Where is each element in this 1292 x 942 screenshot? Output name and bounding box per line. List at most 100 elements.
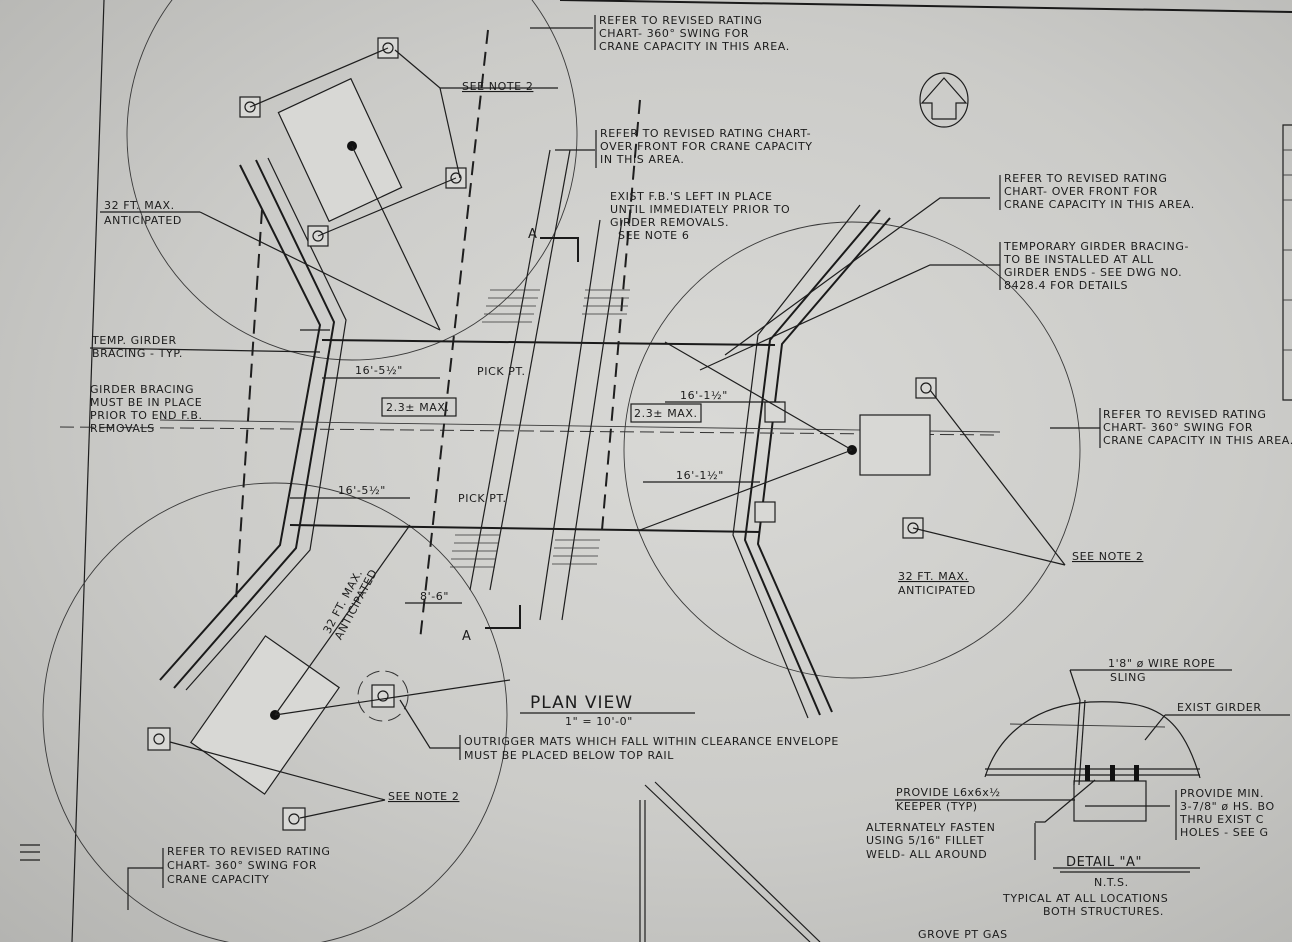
- rail-track: [450, 149, 630, 621]
- svg-text:CHART- OVER FRONT FOR: CHART- OVER FRONT FOR: [1004, 185, 1158, 198]
- note-top-360-swing: REFER TO REVISED RATING CHART- 360° SWIN…: [599, 14, 790, 53]
- svg-text:TO BE INSTALLED AT ALL: TO BE INSTALLED AT ALL: [1003, 253, 1154, 266]
- note-right-32ft: 32 FT. MAX. ANTICIPATED: [898, 570, 976, 597]
- swing-radius-top-left: [126, 0, 578, 361]
- svg-text:GIRDER REMOVALS.: GIRDER REMOVALS.: [610, 216, 729, 229]
- clearance-envelope-left: [419, 29, 489, 641]
- note-temp-bracing-right: TEMPORARY GIRDER BRACING- TO BE INSTALLE…: [1003, 240, 1189, 292]
- svg-text:REFER TO REVISED RATING: REFER TO REVISED RATING: [1103, 408, 1267, 421]
- note-temp-girder-typ: TEMP. GIRDER BRACING - TYP.: [91, 334, 183, 360]
- note-bottom-360-swing: REFER TO REVISED RATING CHART- 360° SWIN…: [167, 845, 331, 886]
- dim-max-left: 2.3± MAX.: [381, 397, 457, 417]
- svg-text:EXIST F.B.'S LEFT IN PLACE: EXIST F.B.'S LEFT IN PLACE: [610, 190, 773, 203]
- north-arrow-icon: [919, 72, 969, 128]
- dim-offset: 8'-6": [420, 590, 449, 603]
- dimension-lines: [290, 237, 780, 629]
- note-over-front-center: REFER TO REVISED RATING CHART- OVER FRON…: [600, 127, 813, 166]
- girder-line-bottom: [289, 524, 761, 533]
- detail-fasten: ALTERNATELY FASTEN USING 5/16" FILLET WE…: [866, 821, 995, 861]
- dim-upper-right: 16'-1½": [680, 389, 728, 402]
- see-note-2-right: SEE NOTE 2: [1072, 550, 1143, 563]
- svg-text:CRANE CAPACITY IN THIS AREA.: CRANE CAPACITY IN THIS AREA.: [1004, 198, 1195, 211]
- crane-top-left: [239, 37, 467, 331]
- svg-text:CRANE CAPACITY IN THIS AREA.: CRANE CAPACITY IN THIS AREA.: [1103, 434, 1292, 447]
- svg-text:REMOVALS: REMOVALS: [90, 422, 155, 435]
- svg-text:REFER TO REVISED RATING: REFER TO REVISED RATING: [599, 14, 763, 27]
- girder-line-top: [321, 339, 776, 346]
- note-outrigger-mats: OUTRIGGER MATS WHICH FALL WITHIN CLEARAN…: [464, 735, 839, 762]
- svg-text:32 FT. MAX.: 32 FT. MAX.: [898, 570, 969, 583]
- svg-text:2.3± MAX.: 2.3± MAX.: [634, 407, 698, 420]
- dim-upper-left: 16'-5½": [355, 364, 403, 377]
- svg-text:THRU EXIST C: THRU EXIST C: [1179, 813, 1264, 826]
- dim-lower-right: 16'-1½": [676, 469, 724, 482]
- note-right-360-swing: REFER TO REVISED RATING CHART- 360° SWIN…: [1103, 408, 1292, 447]
- detail-a-drawing: [895, 669, 1290, 873]
- plan-view-scale: 1" = 10'-0": [565, 715, 633, 728]
- svg-text:MUST BE IN PLACE: MUST BE IN PLACE: [90, 396, 202, 409]
- plan-view-title: PLAN VIEW: [530, 693, 633, 713]
- svg-text:REFER TO REVISED RATING: REFER TO REVISED RATING: [167, 845, 331, 858]
- note-left-32ft: 32 FT. MAX. ANTICIPATED: [104, 199, 182, 227]
- pick-pt-upper: PICK PT.: [477, 365, 526, 378]
- elevation-partial: [639, 781, 821, 942]
- svg-text:CRANE CAPACITY: CRANE CAPACITY: [167, 873, 269, 886]
- svg-text:SLING: SLING: [1110, 671, 1146, 684]
- svg-text:8428.4 FOR DETAILS: 8428.4 FOR DETAILS: [1004, 279, 1128, 292]
- detail-sling-label: 1'8" ø WIRE ROPE SLING: [1108, 657, 1216, 684]
- svg-text:GIRDER BRACING: GIRDER BRACING: [90, 383, 194, 396]
- leader-lines: [89, 15, 1101, 910]
- svg-text:SEE NOTE 6: SEE NOTE 6: [618, 229, 689, 242]
- title-block-edge: [1282, 124, 1292, 401]
- note-over-front-right: REFER TO REVISED RATING CHART- OVER FRON…: [1004, 172, 1195, 211]
- svg-text:CHART- 360° SWING FOR: CHART- 360° SWING FOR: [1103, 421, 1253, 434]
- crane-bottom-left: [147, 524, 511, 831]
- svg-text:HOLES - SEE G: HOLES - SEE G: [1180, 826, 1269, 839]
- svg-text:CRANE CAPACITY IN THIS AREA.: CRANE CAPACITY IN THIS AREA.: [599, 40, 790, 53]
- svg-text:REFER TO REVISED RATING: REFER TO REVISED RATING: [1004, 172, 1168, 185]
- note-lower-32ft: 32 FT. MAX. ANTICIPATED: [321, 567, 381, 642]
- centerline: [59, 426, 1001, 436]
- see-note-2-top: SEE NOTE 2: [462, 80, 533, 93]
- note-exist-fb: EXIST F.B.'S LEFT IN PLACE UNTIL IMMEDIA…: [610, 190, 790, 242]
- svg-text:ANTICIPATED: ANTICIPATED: [104, 214, 182, 227]
- svg-text:KEEPER (TYP): KEEPER (TYP): [896, 800, 978, 813]
- svg-text:BOTH STRUCTURES.: BOTH STRUCTURES.: [1043, 905, 1164, 918]
- svg-text:3-7/8" ø HS. BO: 3-7/8" ø HS. BO: [1180, 800, 1275, 813]
- see-note-2-bottom: SEE NOTE 2: [388, 790, 459, 803]
- girder-end-left: [159, 157, 347, 691]
- detail-keeper: PROVIDE L6x6x½ KEEPER (TYP): [896, 786, 1001, 813]
- detail-exist-girder: EXIST GIRDER: [1177, 701, 1262, 714]
- svg-text:UNTIL IMMEDIATELY PRIOR TO: UNTIL IMMEDIATELY PRIOR TO: [610, 203, 790, 216]
- svg-text:OVER FRONT FOR CRANE CAPACITY: OVER FRONT FOR CRANE CAPACITY: [600, 140, 813, 153]
- swing-radius-bottom-left: [42, 482, 508, 942]
- svg-text:2.3± MAX.: 2.3± MAX.: [386, 401, 450, 414]
- svg-text:GIRDER ENDS - SEE DWG NO.: GIRDER ENDS - SEE DWG NO.: [1004, 266, 1182, 279]
- girder-end-right: [732, 204, 891, 719]
- svg-text:MUST BE PLACED BELOW TOP RAIL: MUST BE PLACED BELOW TOP RAIL: [464, 749, 674, 762]
- svg-text:CHART- 360° SWING FOR: CHART- 360° SWING FOR: [599, 27, 749, 40]
- detail-a-scale: N.T.S.: [1094, 876, 1129, 889]
- svg-text:32 FT. MAX.: 32 FT. MAX.: [104, 199, 175, 212]
- svg-text:TEMP. GIRDER: TEMP. GIRDER: [91, 334, 177, 347]
- svg-text:IN THIS AREA.: IN THIS AREA.: [600, 153, 684, 166]
- svg-text:WELD- ALL AROUND: WELD- ALL AROUND: [866, 848, 987, 861]
- svg-text:PRIOR TO END F.B.: PRIOR TO END F.B.: [90, 409, 203, 422]
- svg-text:CHART- 360° SWING FOR: CHART- 360° SWING FOR: [167, 859, 317, 872]
- svg-text:1'8" ø WIRE ROPE: 1'8" ø WIRE ROPE: [1108, 657, 1216, 670]
- svg-text:ANTICIPATED: ANTICIPATED: [898, 584, 976, 597]
- svg-text:TEMPORARY GIRDER BRACING-: TEMPORARY GIRDER BRACING-: [1003, 240, 1189, 253]
- clearance-envelope-right: [601, 99, 641, 531]
- dim-lower-left: 16'-5½": [338, 484, 386, 497]
- detail-typical: TYPICAL AT ALL LOCATIONS BOTH STRUCTURES…: [1002, 892, 1168, 918]
- svg-text:BRACING - TYP.: BRACING - TYP.: [92, 347, 183, 360]
- detail-bolts: PROVIDE MIN. 3-7/8" ø HS. BO THRU EXIST …: [1179, 787, 1275, 839]
- svg-text:TYPICAL AT ALL LOCATIONS: TYPICAL AT ALL LOCATIONS: [1002, 892, 1168, 905]
- svg-text:PROVIDE L6x6x½: PROVIDE L6x6x½: [896, 786, 1001, 799]
- svg-text:ALTERNATELY FASTEN: ALTERNATELY FASTEN: [866, 821, 995, 834]
- svg-text:REFER TO REVISED RATING CHART-: REFER TO REVISED RATING CHART-: [600, 127, 811, 140]
- svg-text:OUTRIGGER MATS WHICH FALL WITH: OUTRIGGER MATS WHICH FALL WITHIN CLEARAN…: [464, 735, 839, 748]
- swing-radius-right: [623, 221, 1081, 679]
